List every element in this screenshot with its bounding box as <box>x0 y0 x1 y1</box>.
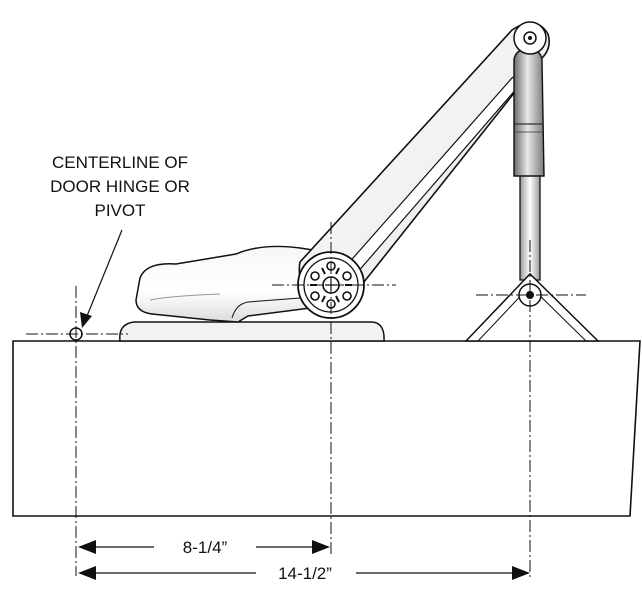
callout-line-1: CENTERLINE OF <box>52 153 188 172</box>
closer-base-plate <box>119 321 385 342</box>
arm-slot <box>345 74 525 275</box>
callout-leader-arrowhead <box>80 312 92 328</box>
forearm-tube <box>513 47 545 177</box>
closer-body-highlight <box>149 293 221 301</box>
callout-leader <box>86 229 123 317</box>
dimension-long-arrow-left <box>78 566 96 580</box>
pinion-hole <box>342 271 352 281</box>
arm-shoe-bracket <box>464 272 600 342</box>
dimension-long-label: 14-1/2” <box>278 564 332 583</box>
closer-body <box>135 245 327 323</box>
closer-body-seam <box>231 297 301 319</box>
dimension-long-arrow-right <box>512 566 530 580</box>
callout-line-2: DOOR HINGE OR <box>50 177 190 196</box>
dimension-short-arrow-left <box>78 540 96 554</box>
dimension-short: 8-1/4” <box>78 538 330 557</box>
dimension-long: 14-1/2” <box>78 564 530 583</box>
door-frame-slab <box>12 340 641 517</box>
callout-line-3: PIVOT <box>94 201 145 220</box>
pinion-hole <box>310 271 320 281</box>
dimension-short-label: 8-1/4” <box>183 538 228 557</box>
centerlines <box>26 222 586 580</box>
elbow-pin-center <box>528 36 532 40</box>
pinion-hole <box>342 291 352 301</box>
dimension-short-arrow-right <box>312 540 330 554</box>
pinion-hole <box>310 291 320 301</box>
